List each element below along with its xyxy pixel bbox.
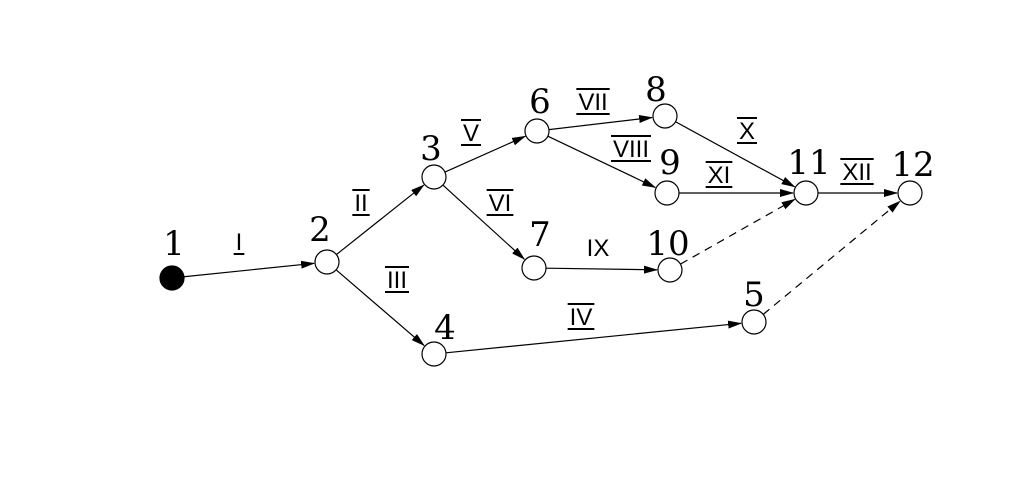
nodes-layer [159,103,923,367]
edge-8-11 [675,121,796,188]
edge-label-3-6: V [463,120,479,147]
node-5 [741,309,767,335]
edge-7-10 [545,265,659,274]
edge-label-group-3-6: V [460,119,482,147]
edge-5-12 [762,200,901,315]
edge-10-11 [680,198,796,265]
edge-label-2-3: II [354,190,367,217]
edge-label-group-8-11: X [736,117,758,145]
edge-6-8 [548,115,654,131]
node-label-7: 7 [529,215,551,255]
node-11 [793,180,819,206]
edge-3-7 [442,184,526,260]
edge-label-group-6-9: VIII [610,135,652,163]
edge-label-3-7: VI [489,190,512,217]
node-2 [314,249,340,275]
node-label-1: 1 [163,224,185,264]
node-9 [654,180,680,206]
node-1 [159,265,185,291]
edge-label-group-1-2: I [233,229,245,256]
edge-label-4-5: IV [570,304,593,331]
node-label-5: 5 [743,275,765,315]
edge-label-group-6-8: VII [576,88,610,116]
node-label-10: 10 [646,224,689,264]
node-3 [421,164,447,190]
node-6 [524,118,550,144]
edges-layer [183,115,901,354]
edge-2-4 [335,269,425,347]
node-10 [657,257,683,283]
edge-2-3 [336,184,425,256]
node-label-9: 9 [659,143,681,183]
edge-label-7-10: IX [587,235,610,262]
node-7 [521,255,547,281]
edge-label-group-2-4: III [384,266,410,294]
edge-label-group-4-5: IV [567,303,595,331]
edge-4-5 [445,320,743,354]
node-8 [652,103,678,129]
edge-label-8-11: X [739,118,755,145]
node-label-11: 11 [787,143,830,183]
edge-label-1-2: I [236,229,243,256]
edge-3-6 [444,135,527,173]
edge-6-9 [547,135,657,188]
edge-label-group-11-12: XII [840,158,874,186]
node-label-8: 8 [645,70,667,110]
edge-label-6-9: VIII [613,136,649,163]
edge-label-9-11: XI [708,162,731,189]
edge-label-group-2-3: II [352,189,370,217]
edge-label-group-3-7: VI [486,189,514,217]
edge-1-2 [183,260,316,278]
edge-label-6-8: VII [578,89,607,116]
node-12 [897,180,923,206]
node-label-4: 4 [434,308,456,348]
node-label-12: 12 [891,145,934,185]
edge-label-2-4: III [387,267,407,294]
edge-label-11-12: XII [842,159,871,186]
node-4 [421,341,447,367]
edge-label-group-9-11: XI [705,161,733,189]
node-label-2: 2 [309,210,331,250]
edge-label-group-7-10: IX [587,235,610,262]
node-label-6: 6 [529,82,551,122]
node-label-3: 3 [420,129,442,169]
